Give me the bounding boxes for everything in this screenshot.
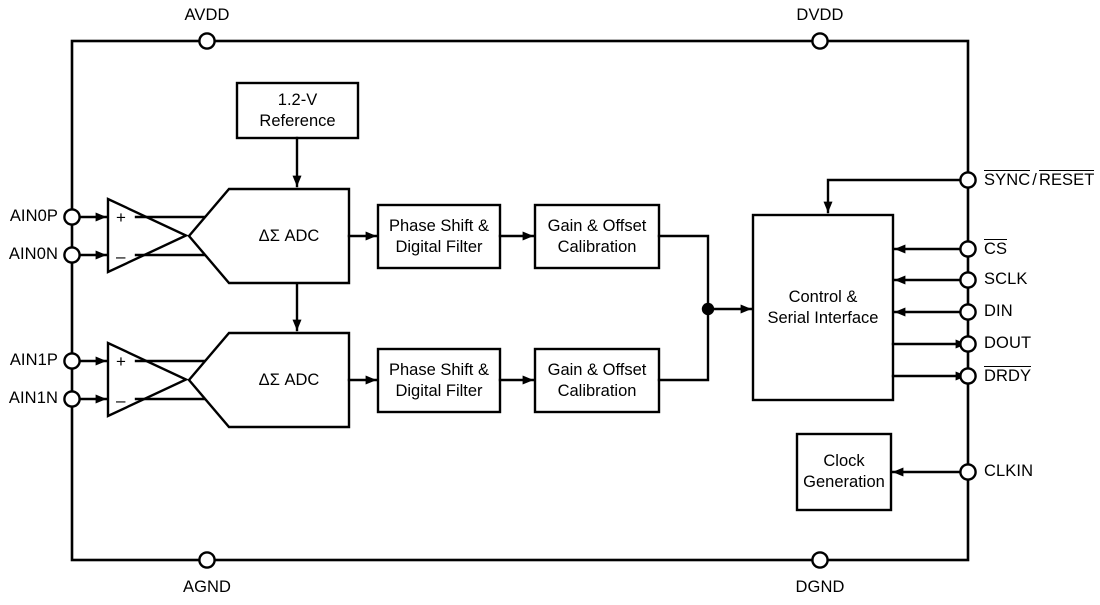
calibration-ch1-outline bbox=[533, 347, 661, 414]
adc-ch1-outline bbox=[187, 331, 351, 429]
pin-terminal-agnd bbox=[198, 551, 216, 569]
pin-terminal-avdd bbox=[198, 32, 216, 50]
cal1-to-junction-wire bbox=[657, 307, 710, 382]
amplifier-ch0-minus: – bbox=[116, 247, 126, 266]
clock-block-outline bbox=[795, 432, 893, 512]
label-clkin: CLKIN bbox=[984, 462, 1034, 480]
label-agnd: AGND bbox=[182, 578, 232, 596]
label-cs-text: CS bbox=[984, 239, 1008, 258]
label-cs: CS bbox=[984, 239, 1008, 259]
label-sclk: SCLK bbox=[984, 270, 1028, 288]
control-block-outline bbox=[751, 213, 895, 402]
calibration-ch0-outline bbox=[533, 203, 661, 270]
reference-block-outline bbox=[235, 81, 360, 140]
pin-terminal-cs bbox=[959, 240, 977, 258]
sync-reset-wire bbox=[823, 178, 970, 214]
chip-boundary bbox=[70, 39, 970, 562]
filter-ch0-outline bbox=[376, 203, 502, 270]
label-din: DIN bbox=[984, 302, 1013, 320]
pin-terminal-dout bbox=[959, 335, 977, 353]
pin-terminal-sclk bbox=[959, 271, 977, 289]
calibration-merge-junction bbox=[701, 302, 715, 316]
adc-ch0-outline bbox=[187, 187, 351, 285]
label-sync-text: SYNC bbox=[984, 170, 1031, 189]
pin-terminal-dvdd bbox=[811, 32, 829, 50]
label-ain0p: AIN0P bbox=[9, 207, 58, 225]
label-drdy-text: DRDY bbox=[984, 366, 1032, 385]
pin-terminal-drdy bbox=[959, 367, 977, 385]
amplifier-ch1-plus: + bbox=[116, 352, 126, 371]
label-ain0n: AIN0N bbox=[8, 245, 58, 263]
filter-ch1-outline bbox=[376, 347, 502, 414]
pin-terminal-sync-reset bbox=[959, 171, 977, 189]
label-dvdd: DVDD bbox=[796, 6, 844, 24]
label-sync-reset: SYNC/RESET bbox=[984, 170, 1094, 190]
label-dgnd: DGND bbox=[795, 578, 845, 596]
pin-terminal-ain1p bbox=[63, 352, 81, 370]
label-dout: DOUT bbox=[984, 334, 1032, 352]
pin-terminal-ain0n bbox=[63, 246, 81, 264]
pin-terminal-dgnd bbox=[811, 551, 829, 569]
pin-terminal-clkin bbox=[959, 463, 977, 481]
label-ain1n: AIN1N bbox=[8, 389, 58, 407]
pin-terminal-ain1n bbox=[63, 390, 81, 408]
pin-terminal-ain0p bbox=[63, 208, 81, 226]
cal0-to-junction-wire bbox=[657, 234, 710, 311]
label-drdy: DRDY bbox=[984, 366, 1032, 386]
amplifier-ch0-plus: + bbox=[116, 208, 126, 227]
amplifier-ch1-minus: – bbox=[116, 391, 126, 410]
label-reset-text: RESET bbox=[1038, 170, 1095, 189]
label-sync-reset-separator: / bbox=[1032, 171, 1037, 189]
label-ain1p: AIN1P bbox=[9, 351, 58, 369]
pin-terminal-din bbox=[959, 303, 977, 321]
label-avdd: AVDD bbox=[184, 6, 230, 24]
